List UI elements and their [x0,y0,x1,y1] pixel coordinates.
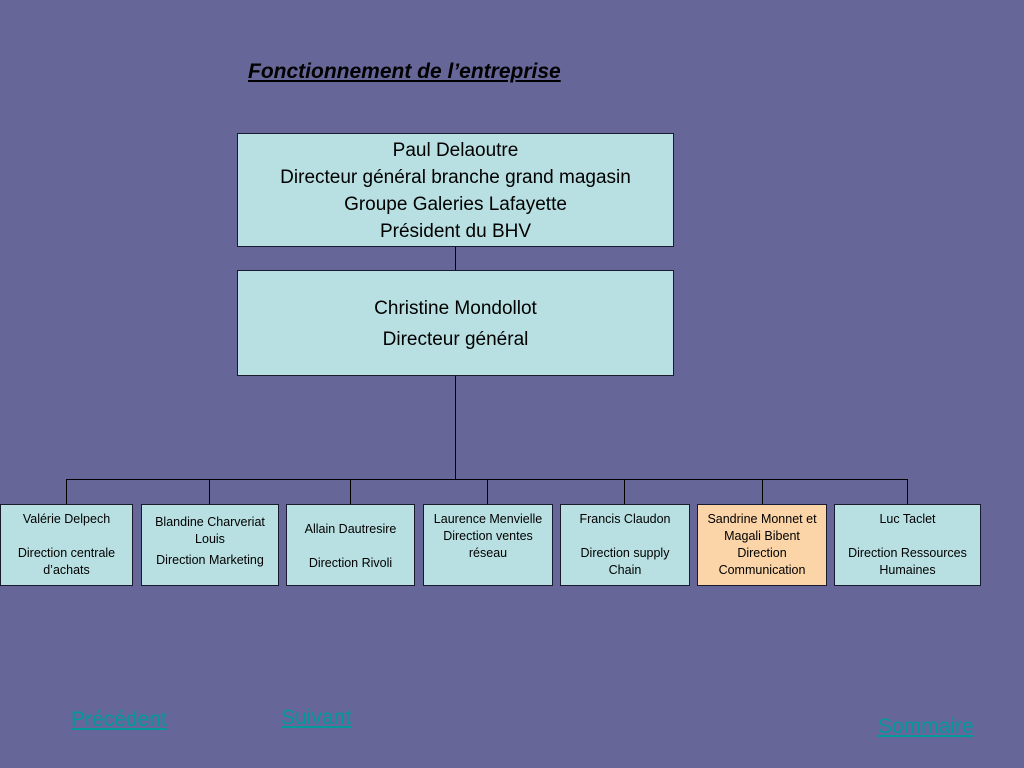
department-role: Direction Communication [718,546,806,577]
general-director-name: Christine Mondollot [374,298,537,319]
president-title: Président du BHV [379,221,532,242]
connector-drop [487,479,488,504]
department-role: Direction Marketing [156,553,264,567]
page-title: Fonctionnement de l’entreprise [248,60,561,83]
department-box-communication: Sandrine Monnet et Magali Bibent Directi… [697,504,827,586]
connector-drop [350,479,351,504]
department-head: Francis Claudon [579,512,671,526]
connector-drop [209,479,210,504]
department-role: Direction Ressources Humaines [848,546,967,577]
department-box-achats: Valérie Delpech Direction centrale d’ach… [0,504,133,586]
general-director-role: Directeur général [382,329,529,350]
department-head: Allain Dautresire [304,522,397,536]
next-link[interactable]: Suivant [281,706,352,729]
general-director-box: Christine Mondollot Directeur général [237,270,674,376]
president-box: Paul Delaoutre Directeur général branche… [237,133,674,247]
department-box-marketing: Blandine Charveriat Louis Direction Mark… [141,504,279,586]
connector-middle-to-bus [455,376,456,479]
connector-drop [624,479,625,504]
department-role: Direction Rivoli [308,556,393,570]
department-role: Direction supply Chain [580,546,670,577]
president-name: Paul Delaoutre [392,140,519,161]
connector-drop [907,479,908,504]
president-group: Groupe Galeries Lafayette [344,194,567,215]
department-box-rh: Luc Taclet Direction Ressources Humaines [834,504,981,586]
department-head: Valérie Delpech [22,512,111,526]
department-role: Direction centrale d’achats [17,546,116,577]
department-head: Laurence Menvielle [433,512,543,526]
department-head: Luc Taclet [879,512,936,526]
department-box-rivoli: Allain Dautresire Direction Rivoli [286,504,415,586]
department-head: Blandine Charveriat Louis [155,515,265,546]
president-role: Directeur général branche grand magasin [280,167,631,188]
department-head: Sandrine Monnet et Magali Bibent [707,512,817,543]
connector-drop [66,479,67,504]
previous-link[interactable]: Précédent [71,708,167,731]
department-role: Direction ventes réseau [443,529,533,560]
department-box-ventes-reseau: Laurence Menvielle Direction ventes rése… [423,504,553,586]
summary-link[interactable]: Sommaire [878,715,974,738]
connector-top-to-middle [455,247,456,270]
connector-drop [762,479,763,504]
department-box-supply-chain: Francis Claudon Direction supply Chain [560,504,690,586]
